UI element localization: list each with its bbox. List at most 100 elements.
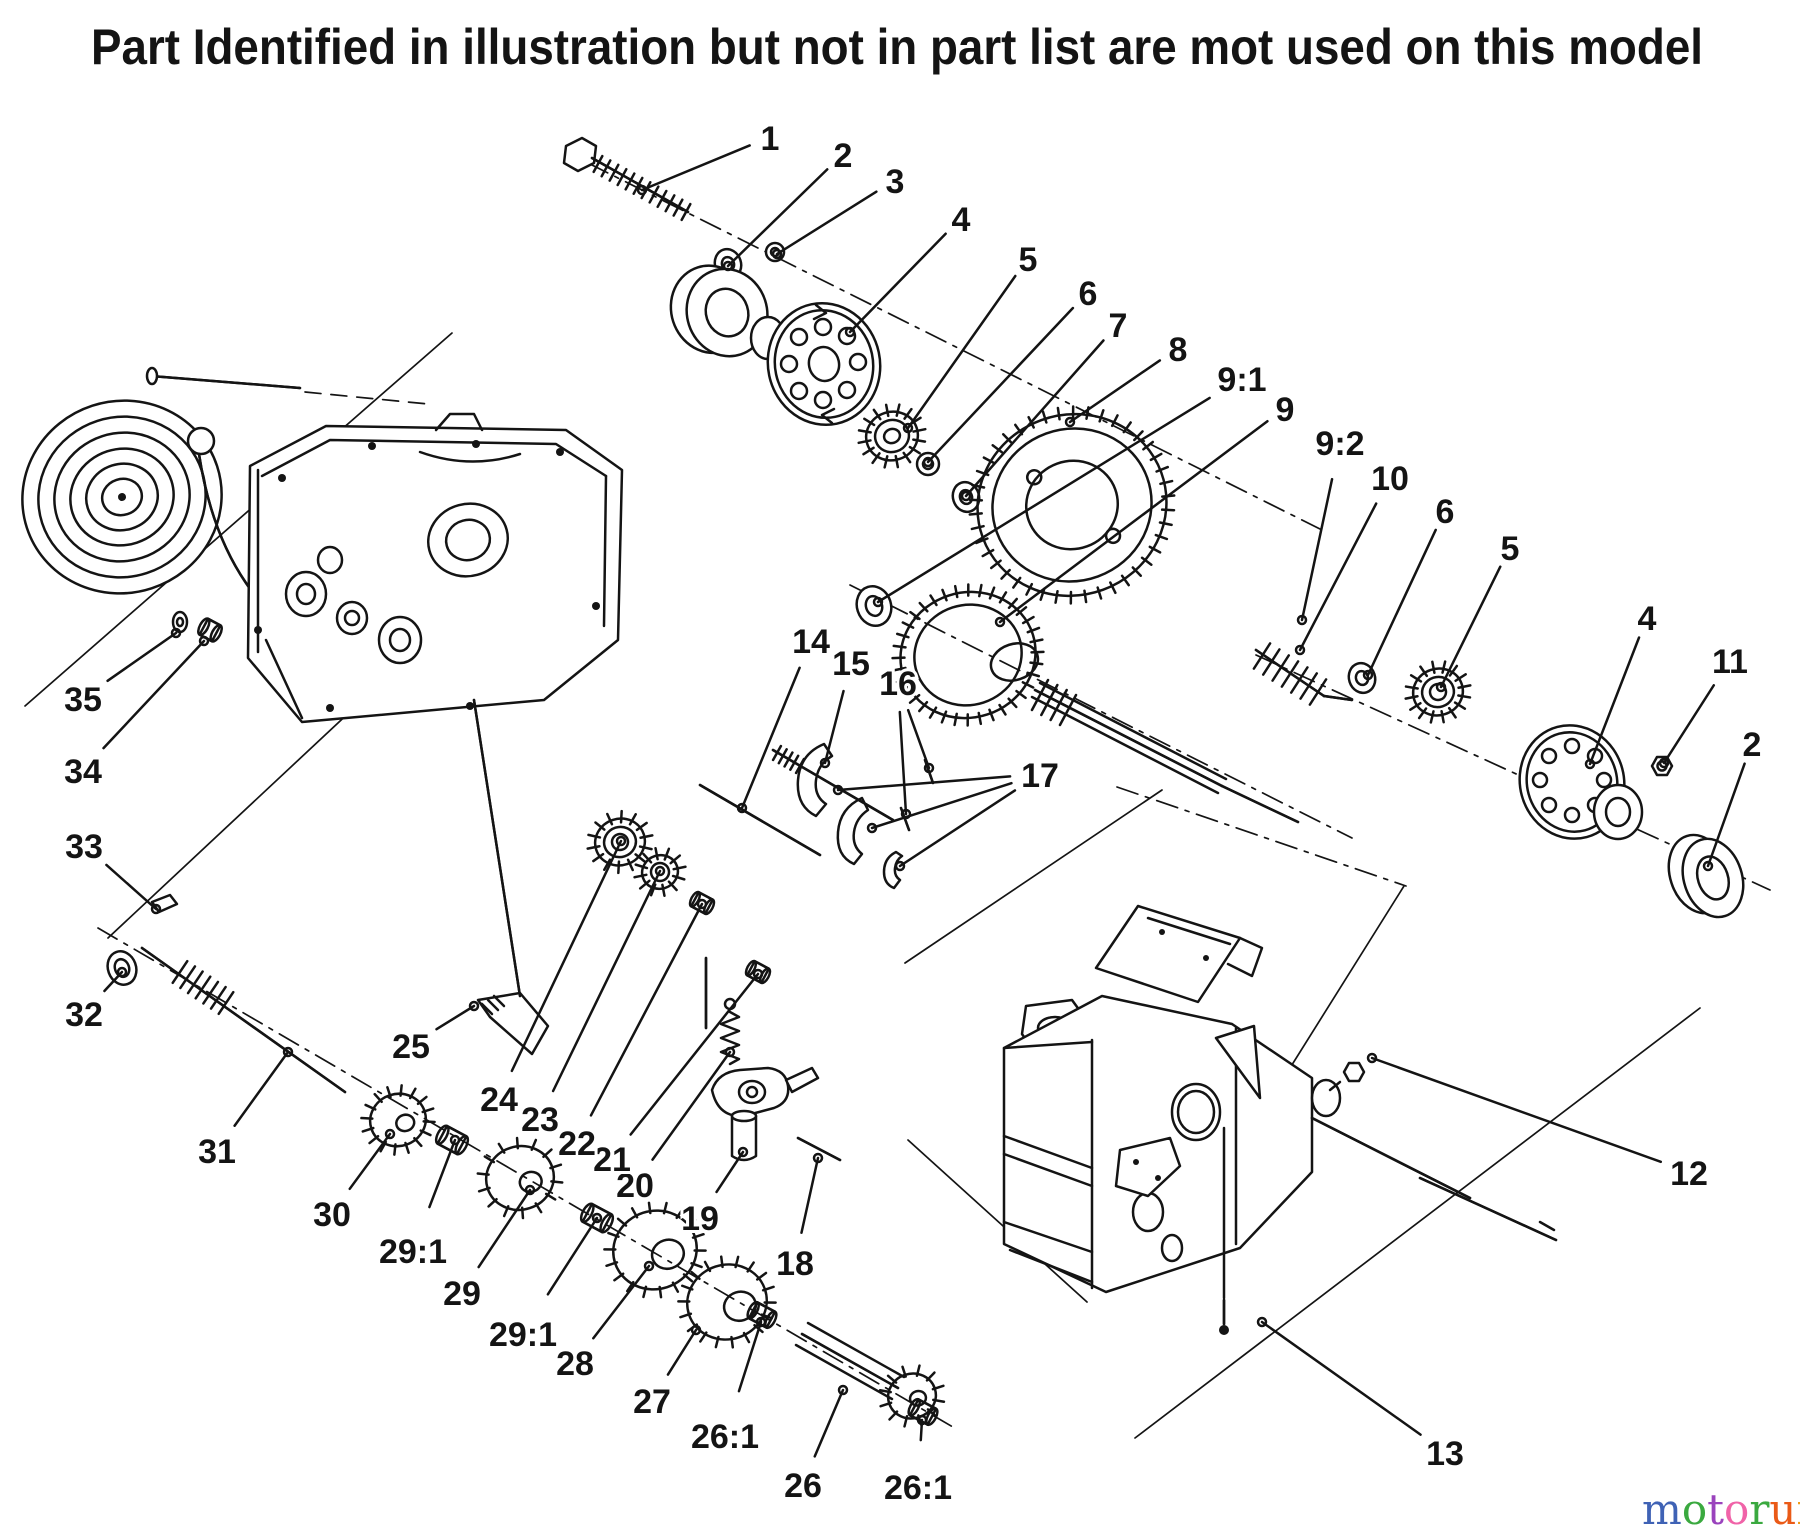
callout-28-35: 28 bbox=[556, 1345, 594, 1383]
gear bbox=[1404, 660, 1472, 724]
page-title: Part Identified in illustration but not … bbox=[91, 19, 1703, 75]
leader-dot bbox=[170, 627, 182, 639]
leader-dot bbox=[468, 1000, 480, 1012]
leader-dot bbox=[1658, 757, 1670, 769]
leader-line bbox=[898, 789, 1017, 868]
leader-line bbox=[870, 781, 1013, 830]
leader-dot bbox=[832, 784, 844, 796]
leader-dot bbox=[960, 490, 972, 502]
leader-line bbox=[1260, 1320, 1422, 1436]
bolt-head bbox=[562, 136, 598, 173]
callout-26:1-32: 26:1 bbox=[691, 1418, 759, 1456]
callout-32-41: 32 bbox=[65, 996, 103, 1034]
leader-line bbox=[848, 232, 947, 334]
leader-line bbox=[477, 1188, 532, 1269]
leader-dot bbox=[1435, 681, 1447, 693]
leader-dot bbox=[591, 1212, 603, 1224]
leader-dot bbox=[1296, 614, 1308, 626]
callout-16-21: 16 bbox=[879, 665, 917, 703]
leader-line bbox=[102, 639, 206, 750]
callout-9:2-10: 9:2 bbox=[1315, 425, 1364, 463]
leader-line bbox=[1370, 1056, 1663, 1164]
bearing-2b bbox=[1667, 833, 1745, 919]
strut-foot bbox=[476, 991, 550, 1056]
brake-disc-4b bbox=[1518, 724, 1644, 841]
leader-dot bbox=[654, 865, 666, 877]
callout-15-20: 15 bbox=[832, 645, 870, 683]
leader-dot bbox=[615, 835, 627, 847]
oring-6 bbox=[915, 451, 941, 477]
shift-crank bbox=[710, 997, 820, 1162]
gear-dark bbox=[677, 1255, 777, 1349]
leader-line bbox=[348, 1132, 392, 1191]
leader-line bbox=[435, 1004, 476, 1031]
control-rod bbox=[145, 366, 302, 617]
leader-line bbox=[906, 708, 931, 770]
drive-pulley bbox=[21, 399, 223, 595]
leader-dot bbox=[837, 1384, 849, 1396]
construction-lines bbox=[24, 162, 1771, 1439]
leader-dot bbox=[1702, 860, 1714, 872]
leader-line bbox=[726, 168, 829, 268]
callout-6-5: 6 bbox=[1079, 275, 1098, 313]
leader-line bbox=[1300, 477, 1334, 622]
leader-dot bbox=[771, 248, 783, 260]
leader-line bbox=[998, 419, 1269, 624]
leader-line bbox=[1068, 359, 1162, 424]
leader-line bbox=[823, 689, 845, 765]
leader-dot bbox=[844, 326, 856, 338]
leader-line bbox=[640, 144, 751, 192]
callout-2-16: 2 bbox=[1743, 726, 1762, 764]
leader-dot bbox=[643, 1260, 655, 1272]
callout-20-25: 20 bbox=[616, 1167, 654, 1205]
callout-3-2: 3 bbox=[886, 163, 905, 201]
callout-35-44: 35 bbox=[64, 681, 102, 719]
transaxle-case bbox=[1002, 904, 1556, 1294]
callout-11-15: 11 bbox=[1712, 643, 1748, 681]
leader-line bbox=[836, 775, 1012, 792]
leader-line bbox=[428, 1138, 457, 1209]
leader-line bbox=[740, 666, 801, 810]
leader-dot bbox=[894, 860, 906, 872]
callout-26:1-33: 26:1 bbox=[884, 1469, 952, 1507]
gear bbox=[857, 403, 927, 469]
callout-10-11: 10 bbox=[1371, 460, 1409, 498]
callout-2-1: 2 bbox=[834, 137, 853, 175]
leader-dot bbox=[1366, 1052, 1378, 1064]
leader-dot bbox=[736, 802, 748, 814]
bearing-ring bbox=[669, 264, 769, 358]
callout-31-40: 31 bbox=[198, 1133, 236, 1171]
leader-dot bbox=[812, 1152, 824, 1164]
leader-line bbox=[666, 1328, 698, 1376]
leader-dot bbox=[1584, 758, 1596, 770]
callout-4-3: 4 bbox=[952, 201, 971, 239]
leader-dot bbox=[690, 1324, 702, 1336]
callout-29:1-38: 29:1 bbox=[489, 1316, 557, 1354]
thrust-washer bbox=[855, 585, 893, 627]
leader-dot bbox=[916, 1414, 928, 1426]
callout-5-4: 5 bbox=[1019, 241, 1038, 279]
callout-18-23: 18 bbox=[776, 1245, 814, 1283]
leader-line bbox=[775, 190, 878, 256]
dipstick bbox=[1219, 1126, 1229, 1335]
leader-line bbox=[926, 306, 1075, 464]
leader-dot bbox=[902, 422, 914, 434]
leader-dot bbox=[1294, 644, 1306, 656]
callout-7-6: 7 bbox=[1109, 307, 1128, 345]
gear-housing bbox=[246, 412, 624, 724]
leader-dot bbox=[384, 1128, 396, 1140]
leader-line bbox=[510, 839, 623, 1073]
leader-line bbox=[629, 972, 760, 1136]
gear bbox=[968, 405, 1176, 605]
callout-23-28: 23 bbox=[521, 1101, 559, 1139]
leader-line bbox=[964, 339, 1105, 498]
static-parts bbox=[21, 136, 1745, 1335]
leader-dot bbox=[752, 968, 764, 980]
brake-disc bbox=[749, 301, 882, 427]
callout-21-26: 21 bbox=[593, 1141, 631, 1179]
callout-30-39: 30 bbox=[313, 1196, 351, 1234]
leader-dot bbox=[866, 822, 878, 834]
gear-dark bbox=[878, 1364, 946, 1428]
callout-8-7: 8 bbox=[1169, 331, 1188, 369]
